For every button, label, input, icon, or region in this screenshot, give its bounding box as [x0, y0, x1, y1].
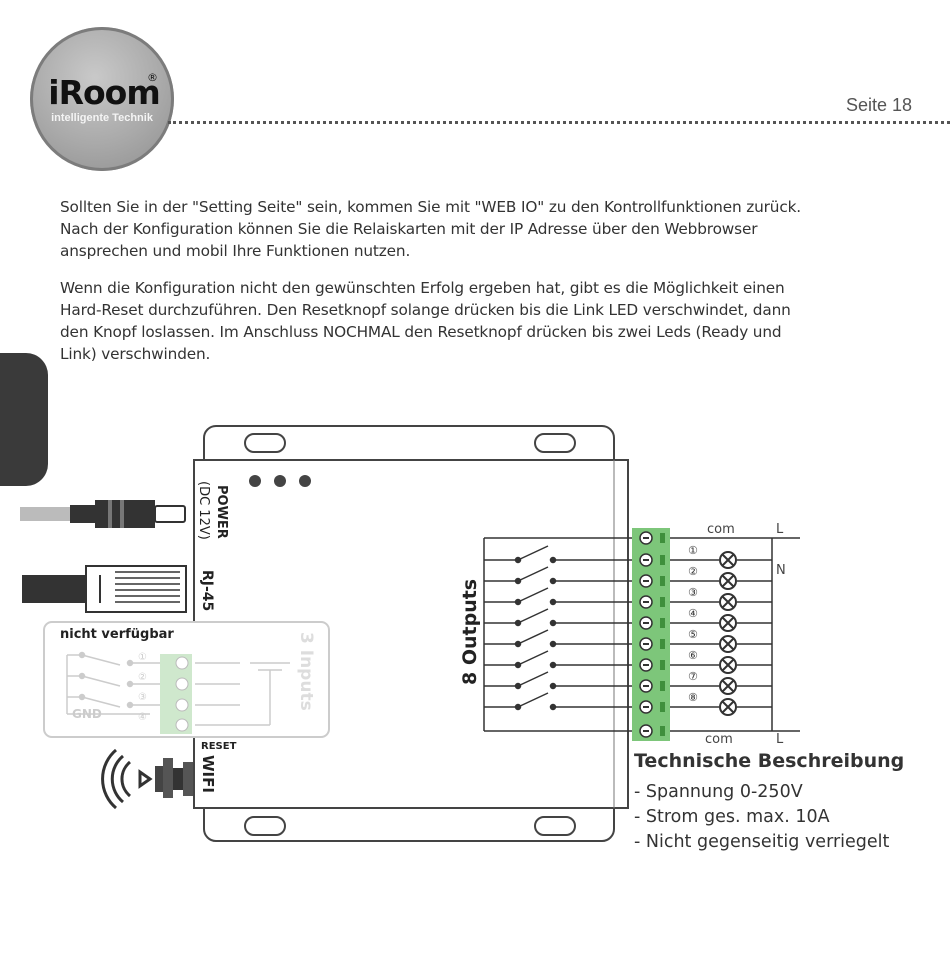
paragraph-line: Wenn die Konfiguration nicht den gewünsc…: [60, 279, 785, 297]
output-number: ⑦: [688, 670, 698, 683]
paragraph-line: Nach der Konfiguration können Sie die Re…: [60, 220, 758, 238]
reset-label: RESET: [201, 741, 237, 752]
input-terminal-block: [160, 654, 192, 734]
output-number: ③: [688, 586, 698, 599]
input-number: ②: [138, 672, 147, 683]
power-plug-icon: [20, 500, 186, 528]
paragraph-line: Hard-Reset durchzuführen. Den Resetknopf…: [60, 301, 791, 319]
relay-switch: [484, 650, 640, 669]
paragraph-line: ansprechen und mobil Ihre Funktionen nut…: [60, 242, 411, 260]
wifi-antenna-icon: [101, 748, 193, 810]
output-wiring: [670, 537, 800, 732]
com-label-top: com: [707, 522, 735, 537]
relay-switch: [484, 671, 640, 690]
power-sub-label: (DC 12V): [196, 481, 211, 540]
relay-switch: [484, 692, 640, 711]
relay-switch: [484, 566, 640, 585]
output-relays: [483, 537, 640, 732]
logo-subtitle: intelligente Technik: [51, 112, 153, 124]
wifi-label: WIFI: [199, 755, 217, 793]
status-led: [299, 475, 311, 487]
mounting-hole: [534, 433, 576, 453]
relay-switch: [484, 629, 640, 648]
paragraph-line: Link) verschwinden.: [60, 345, 211, 363]
side-tab: [0, 353, 48, 486]
relay-switch: [484, 608, 640, 627]
mounting-hole: [244, 816, 286, 836]
logo-registered-mark: ®: [147, 71, 158, 84]
mounting-hole: [244, 433, 286, 453]
technical-description: Technische Beschreibung - Spannung 0-250…: [634, 750, 904, 855]
n-label: N: [776, 563, 786, 578]
outputs-label: 8 Outputs: [459, 579, 481, 685]
iroom-logo: iRoom ® intelligente Technik: [30, 27, 174, 171]
input-number: ③: [138, 692, 147, 703]
status-led: [249, 475, 261, 487]
l-label-bottom: L: [776, 732, 784, 747]
unavailable-label: nicht verfügbar: [60, 627, 174, 642]
input-number: ①: [138, 652, 147, 663]
header-divider: [168, 121, 950, 124]
output-number: ⑥: [688, 649, 698, 662]
tech-title: Technische Beschreibung: [634, 750, 905, 772]
logo-name: iRoom: [48, 73, 160, 112]
output-number: ⑧: [688, 691, 698, 704]
spec-item: - Nicht gegenseitig verriegelt: [634, 832, 890, 852]
output-number: ①: [688, 544, 698, 557]
paragraph-line: den Knopf loslassen. Im Anschluss NOCHMA…: [60, 323, 782, 341]
output-number: ⑤: [688, 628, 698, 641]
output-terminal-block: [632, 528, 670, 741]
l-label-top: L: [776, 522, 784, 537]
mounting-hole: [534, 816, 576, 836]
paragraph-1: Sollten Sie in der "Setting Seite" sein,…: [60, 196, 920, 262]
rj45-plug-icon: [22, 565, 187, 613]
relay-switch: [484, 587, 640, 606]
output-number: ②: [688, 565, 698, 578]
input-number: ④: [138, 712, 147, 723]
power-label: POWER: [214, 485, 229, 539]
paragraph-2: Wenn die Konfiguration nicht den gewünsc…: [60, 277, 920, 365]
spec-item: - Strom ges. max. 10A: [634, 807, 830, 827]
inputs-label: 3 Inputs: [296, 632, 316, 711]
relay-switch: [484, 545, 640, 564]
paragraph-line: Sollten Sie in der "Setting Seite" sein,…: [60, 198, 802, 216]
rj45-label: RJ-45: [199, 570, 215, 611]
status-led: [274, 475, 286, 487]
page-number: Seite 18: [845, 95, 912, 115]
output-number: ④: [688, 607, 698, 620]
com-label-bottom: com: [705, 732, 733, 747]
lamp-icon: [719, 551, 737, 716]
spec-item: - Spannung 0-250V: [634, 782, 803, 802]
